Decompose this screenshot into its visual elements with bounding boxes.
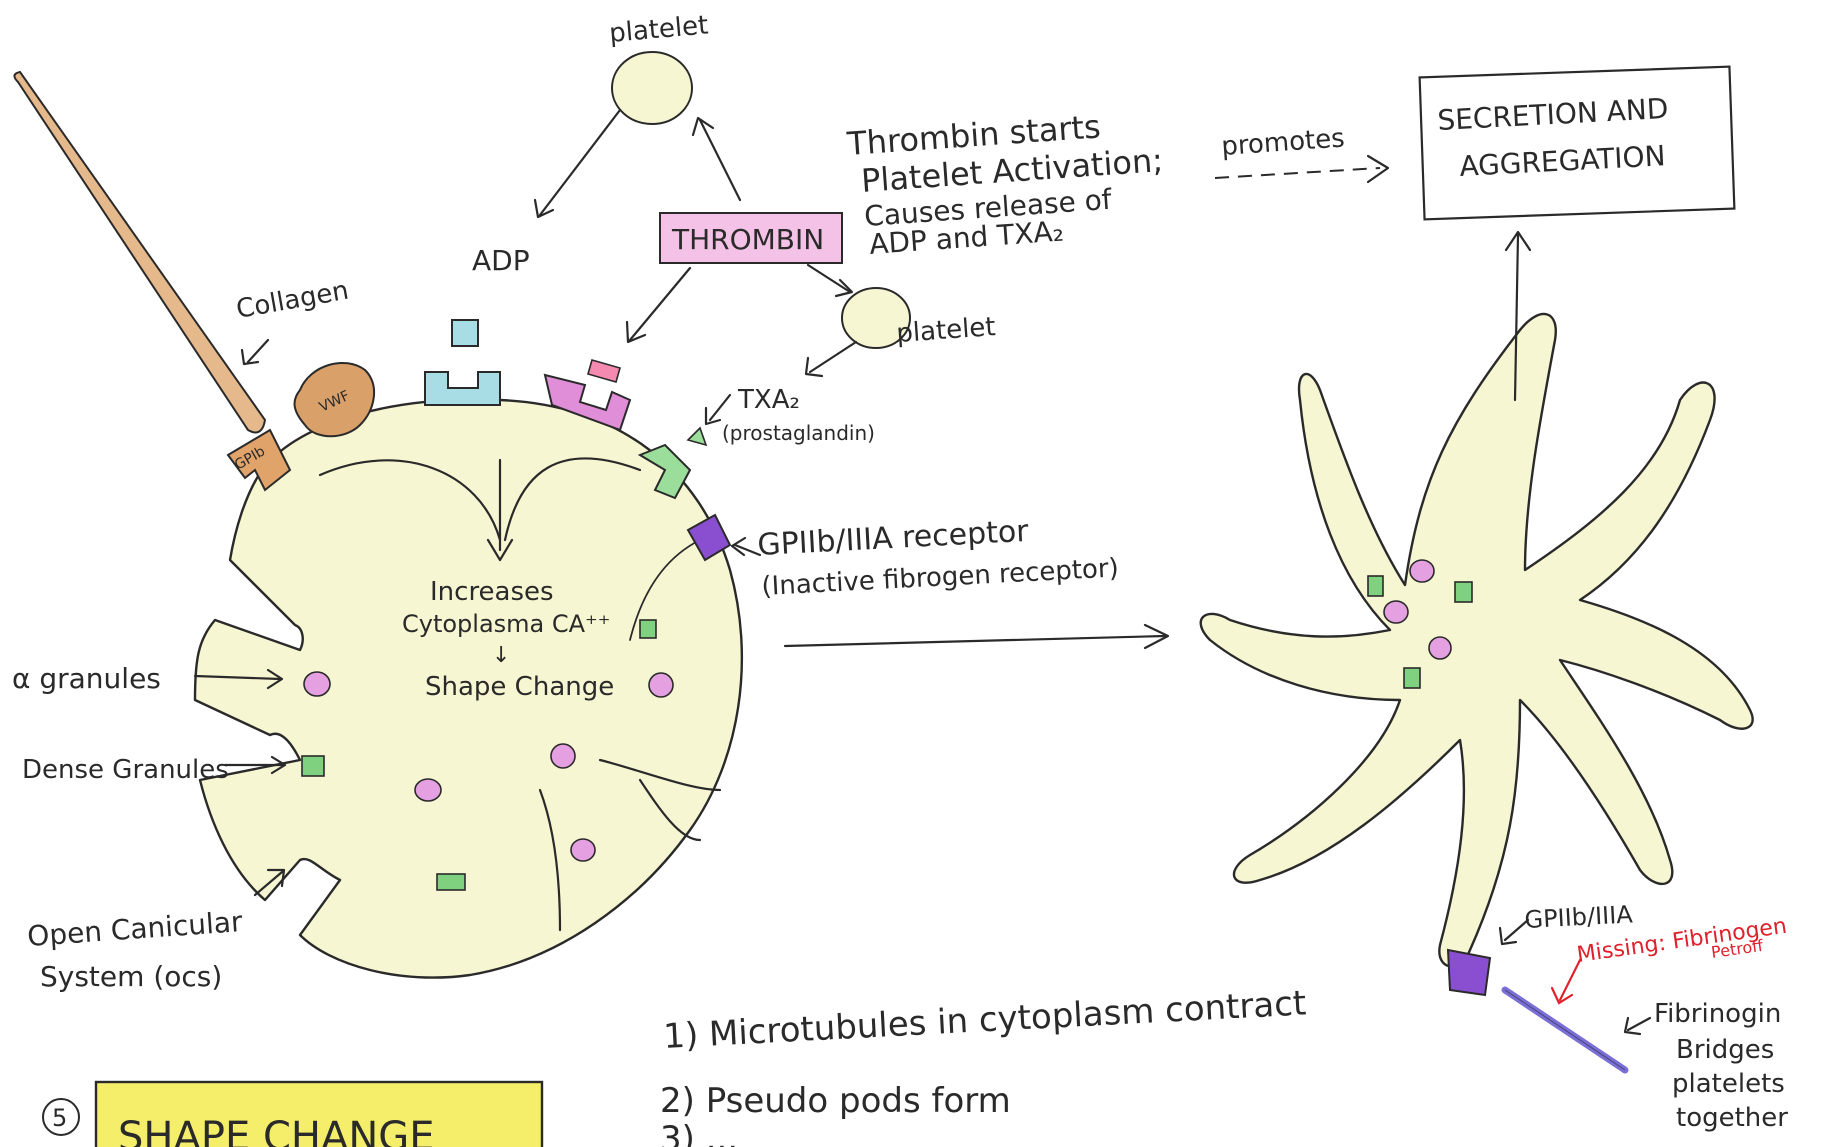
increases-label: Increases — [430, 577, 554, 607]
collagen-fiber — [14, 72, 265, 432]
platelet-top — [612, 52, 692, 124]
promotes-arrow — [1215, 168, 1380, 178]
ocs-label-1: Open Canicular — [26, 905, 244, 953]
activated-platelet — [1201, 314, 1753, 966]
fibrinogen-arrow — [1628, 1018, 1650, 1030]
step-1-text: 1) Microtubules in cytoplasm contract — [662, 983, 1307, 1057]
gp-receptor-label: GPIIb/IIIA receptor — [757, 514, 1030, 563]
arrow-platelet-to-adp — [540, 110, 620, 215]
fibrinogen-label-3: platelets — [1672, 1069, 1785, 1099]
gp-active-label: GPIIb/IIIA — [1524, 900, 1634, 934]
gp-active-receptor — [1448, 950, 1490, 995]
fibrinogen-label-1: Fibrinogin — [1654, 999, 1781, 1029]
step-3-text: 3) ... — [660, 1119, 738, 1147]
gp-receptor-note: (Inactive fibrogen receptor) — [761, 553, 1120, 602]
adp-label: ADP — [472, 244, 530, 277]
down-arrow-text: ↓ — [492, 643, 510, 668]
promotes-label: promotes — [1220, 123, 1345, 162]
alpha-granules-label: α granules — [12, 662, 161, 695]
thrombin-molecule — [588, 360, 620, 382]
dense-granules-label: Dense Granules — [22, 755, 229, 785]
txa2-arrow — [710, 395, 730, 420]
thrombin-label: THROMBIN — [671, 223, 824, 256]
ocs-label-2: System (ocs) — [40, 960, 222, 993]
shape-change-label: Shape Change — [425, 672, 614, 702]
cytoplasma-label: Cytoplasma CA⁺⁺ — [402, 610, 610, 638]
collagen-label: Collagen — [234, 276, 351, 325]
shape-change-title: SHAPE CHANGE — [118, 1114, 435, 1147]
step-2-text: 2) Pseudo pods form — [660, 1081, 1011, 1121]
platelet-mid-label: platelet — [895, 312, 996, 349]
arrow-thrombin-to-platelet-mid — [808, 265, 850, 292]
txa2-molecule — [688, 428, 706, 445]
prostaglandin-label: (prostaglandin) — [722, 421, 875, 445]
txa2-label: TXA₂ — [737, 385, 800, 415]
arrow-thrombin-to-receptor — [630, 268, 690, 340]
adp-receptor — [425, 320, 500, 405]
arrow-platelet-mid-to-txa2 — [810, 342, 856, 372]
fibrinogen-label-2: Bridges — [1676, 1035, 1774, 1065]
adp-molecule — [452, 320, 478, 346]
collagen-arrow — [248, 340, 268, 362]
platelet-top-label: platelet — [608, 10, 710, 49]
arrow-thrombin-to-platelet — [700, 120, 740, 200]
activation-arrow — [785, 636, 1165, 646]
fibrinogen-label-4: together — [1676, 1103, 1788, 1133]
step-number: 5 — [52, 1104, 67, 1132]
missing-arrow — [1560, 960, 1580, 1000]
